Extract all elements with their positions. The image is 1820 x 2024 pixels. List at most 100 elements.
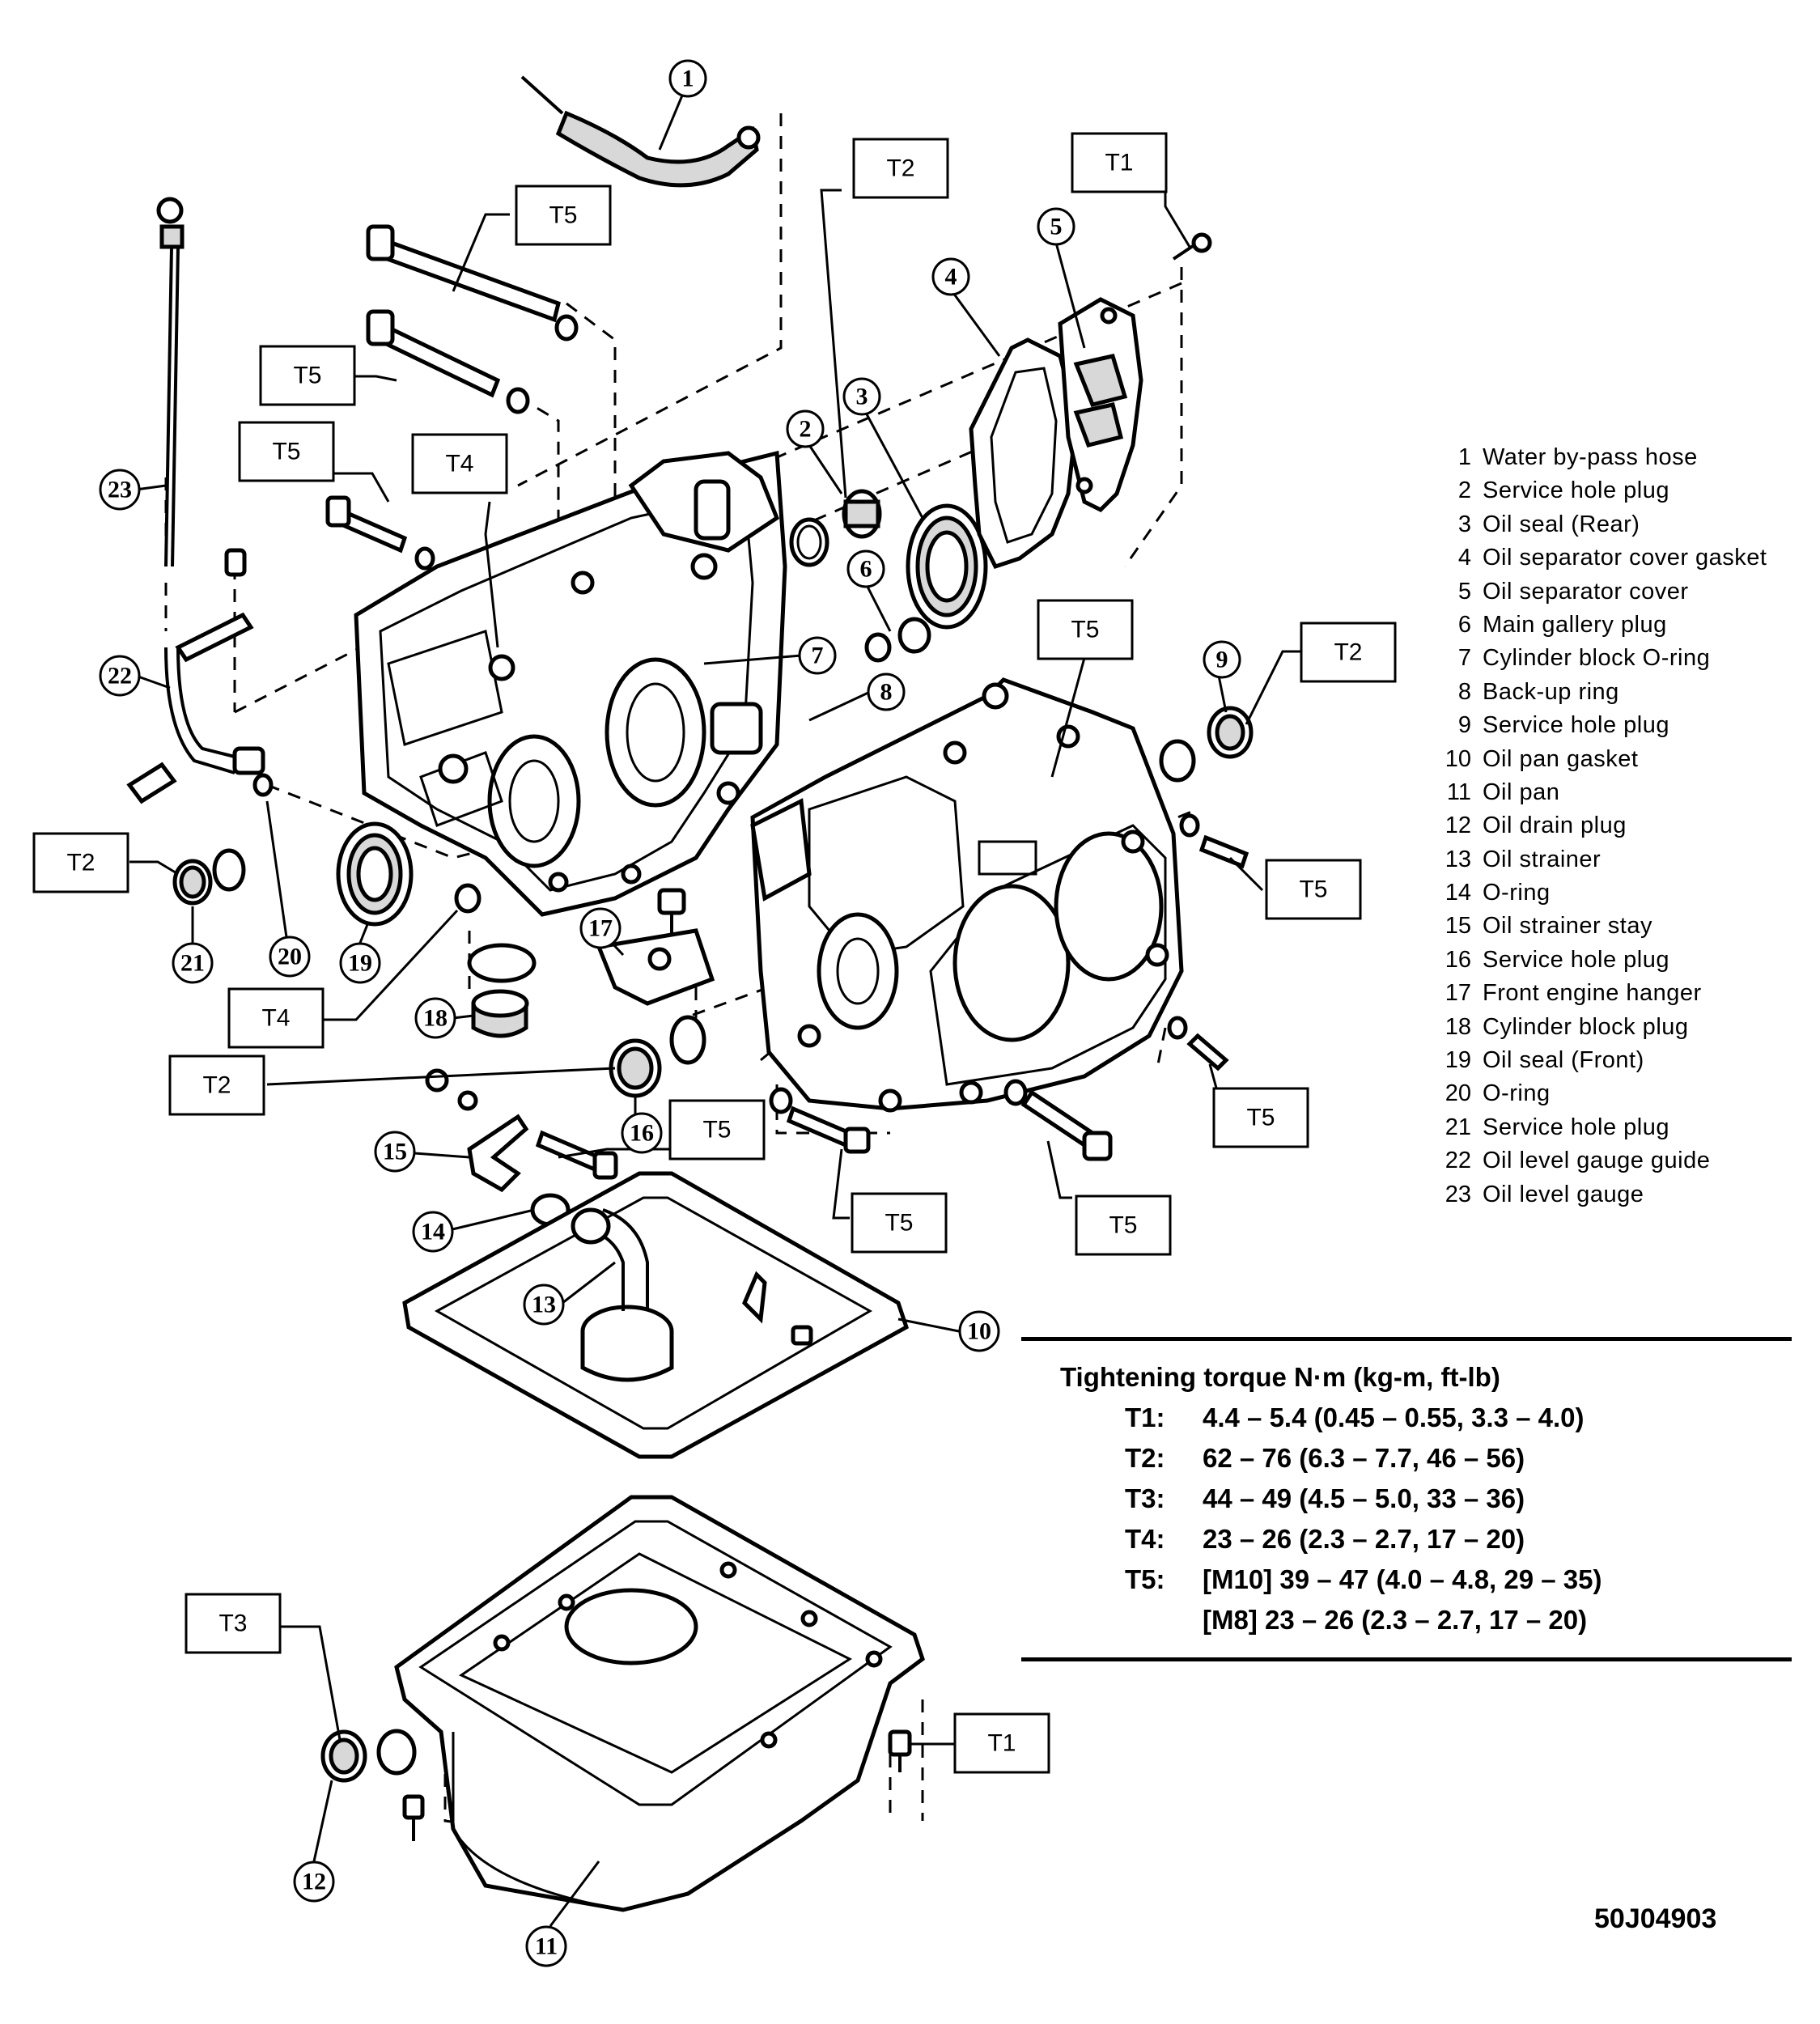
callout-20: 20 bbox=[269, 936, 311, 978]
torque-box-t2-top: T2 bbox=[852, 138, 949, 199]
callout-13: 13 bbox=[523, 1284, 565, 1326]
callout-4: 4 bbox=[931, 257, 970, 296]
torque-box-t5-bottom-right: T5 bbox=[1075, 1194, 1172, 1256]
torque-box-t5-left: T5 bbox=[238, 421, 335, 482]
legend-text: Front engine hanger bbox=[1483, 980, 1702, 1007]
svg-text:23: 23 bbox=[108, 477, 132, 503]
legend-text: Oil seal (Rear) bbox=[1483, 511, 1640, 537]
legend-item: 18 Cylinder block plug bbox=[1424, 1011, 1813, 1044]
oil-strainer-stay bbox=[467, 1114, 571, 1227]
svg-text:T2: T2 bbox=[1334, 639, 1362, 666]
legend-number: 11 bbox=[1446, 779, 1471, 805]
legend-item: 1 Water by-pass hose bbox=[1424, 441, 1813, 474]
svg-text:14: 14 bbox=[421, 1219, 445, 1245]
callout-2: 2 bbox=[786, 409, 825, 448]
svg-text:22: 22 bbox=[108, 663, 132, 690]
svg-text:15: 15 bbox=[383, 1139, 407, 1165]
svg-text:T5: T5 bbox=[885, 1210, 913, 1237]
torque-box-t2-bottom: T2 bbox=[168, 1054, 265, 1116]
svg-text:17: 17 bbox=[588, 915, 613, 942]
callout-1: 1 bbox=[668, 59, 707, 98]
torque-box-t5-right: T5 bbox=[1265, 859, 1362, 920]
svg-text:9: 9 bbox=[1216, 647, 1228, 673]
legend-number: 8 bbox=[1457, 678, 1471, 705]
torque-row-label: T2: bbox=[1125, 1443, 1165, 1473]
legend-item: 10 Oil pan gasket bbox=[1424, 743, 1813, 776]
torque-leaders bbox=[129, 189, 1303, 1746]
legend-number: 6 bbox=[1457, 611, 1471, 638]
legend-text: Oil pan gasket bbox=[1483, 745, 1639, 772]
legend-text: Water by-pass hose bbox=[1483, 444, 1698, 470]
legend-item: 3 Oil seal (Rear) bbox=[1424, 508, 1813, 541]
svg-text:10: 10 bbox=[967, 1318, 991, 1345]
legend-number: 20 bbox=[1445, 1080, 1471, 1107]
legend-text: Oil strainer bbox=[1483, 846, 1602, 872]
legend-item: 8 Back-up ring bbox=[1424, 676, 1813, 709]
svg-text:11: 11 bbox=[535, 1933, 558, 1960]
svg-text:T5: T5 bbox=[1246, 1105, 1275, 1131]
legend-text: Back-up ring bbox=[1483, 678, 1619, 705]
oil-level-gauge bbox=[156, 197, 185, 567]
svg-text:7: 7 bbox=[812, 643, 824, 669]
svg-text:20: 20 bbox=[278, 944, 302, 970]
torque-table-top-rule bbox=[1021, 1337, 1792, 1341]
torque-row-label: T4: bbox=[1125, 1524, 1165, 1554]
svg-text:8: 8 bbox=[880, 679, 893, 706]
svg-text:T5: T5 bbox=[272, 439, 300, 465]
legend-number: 12 bbox=[1445, 813, 1471, 839]
legend-number: 9 bbox=[1457, 712, 1471, 739]
legend-number: 15 bbox=[1445, 913, 1471, 940]
svg-text:T5: T5 bbox=[1299, 876, 1327, 903]
figure-reference-code: 50J04903 bbox=[1594, 1903, 1717, 1934]
legend-item: 16 Service hole plug bbox=[1424, 944, 1813, 977]
callout-21: 21 bbox=[172, 942, 214, 984]
torque-row-value: 44 – 49 (4.5 – 5.0, 33 – 36) bbox=[1203, 1483, 1525, 1513]
torque-row-label: T3: bbox=[1125, 1483, 1165, 1513]
svg-text:T2: T2 bbox=[66, 850, 95, 876]
legend-number: 16 bbox=[1445, 946, 1471, 973]
torque-row-value: [M10] 39 – 47 (4.0 – 4.8, 29 – 35) bbox=[1203, 1564, 1602, 1594]
oil-drain-plug bbox=[320, 1729, 912, 1841]
callout-12: 12 bbox=[293, 1861, 335, 1903]
water-bypass-hose bbox=[520, 75, 761, 188]
torque-row-value: 4.4 – 5.4 (0.45 – 0.55, 3.3 – 4.0) bbox=[1203, 1402, 1585, 1432]
callout-22: 22 bbox=[99, 655, 141, 697]
legend-number: 2 bbox=[1457, 477, 1471, 504]
callout-9: 9 bbox=[1203, 640, 1241, 679]
callout-11: 11 bbox=[525, 1925, 567, 1967]
torque-box-t5-strainer: T5 bbox=[668, 1099, 766, 1161]
legend-number: 3 bbox=[1457, 511, 1471, 537]
legend-number: 19 bbox=[1445, 1047, 1471, 1074]
svg-text:12: 12 bbox=[302, 1869, 326, 1895]
torque-row-value: 62 – 76 (6.3 – 7.7, 46 – 56) bbox=[1203, 1443, 1525, 1473]
legend-number: 22 bbox=[1445, 1148, 1471, 1174]
torque-box-t2-left: T2 bbox=[32, 832, 129, 893]
legend-number: 14 bbox=[1445, 880, 1471, 906]
legend-number: 1 bbox=[1457, 444, 1471, 470]
svg-text:T4: T4 bbox=[445, 451, 473, 477]
svg-text:T3: T3 bbox=[218, 1610, 247, 1637]
legend-number: 21 bbox=[1445, 1114, 1471, 1140]
svg-text:T5: T5 bbox=[293, 363, 321, 389]
legend-text: Oil seal (Front) bbox=[1483, 1047, 1644, 1074]
legend-text: Cylinder block plug bbox=[1483, 1013, 1689, 1040]
torque-box-t3: T3 bbox=[185, 1593, 282, 1654]
oil-level-gauge-guide bbox=[126, 548, 274, 804]
legend-text: Service hole plug bbox=[1483, 946, 1669, 973]
legend-text: Oil pan bbox=[1483, 779, 1560, 805]
legend-number: 18 bbox=[1445, 1013, 1471, 1040]
legend-number: 4 bbox=[1457, 545, 1471, 571]
legend-number: 23 bbox=[1445, 1181, 1471, 1207]
legend-number: 10 bbox=[1445, 745, 1471, 772]
callout-leaders bbox=[135, 95, 1228, 1927]
callout-15: 15 bbox=[374, 1131, 416, 1173]
callout-6: 6 bbox=[846, 549, 885, 588]
